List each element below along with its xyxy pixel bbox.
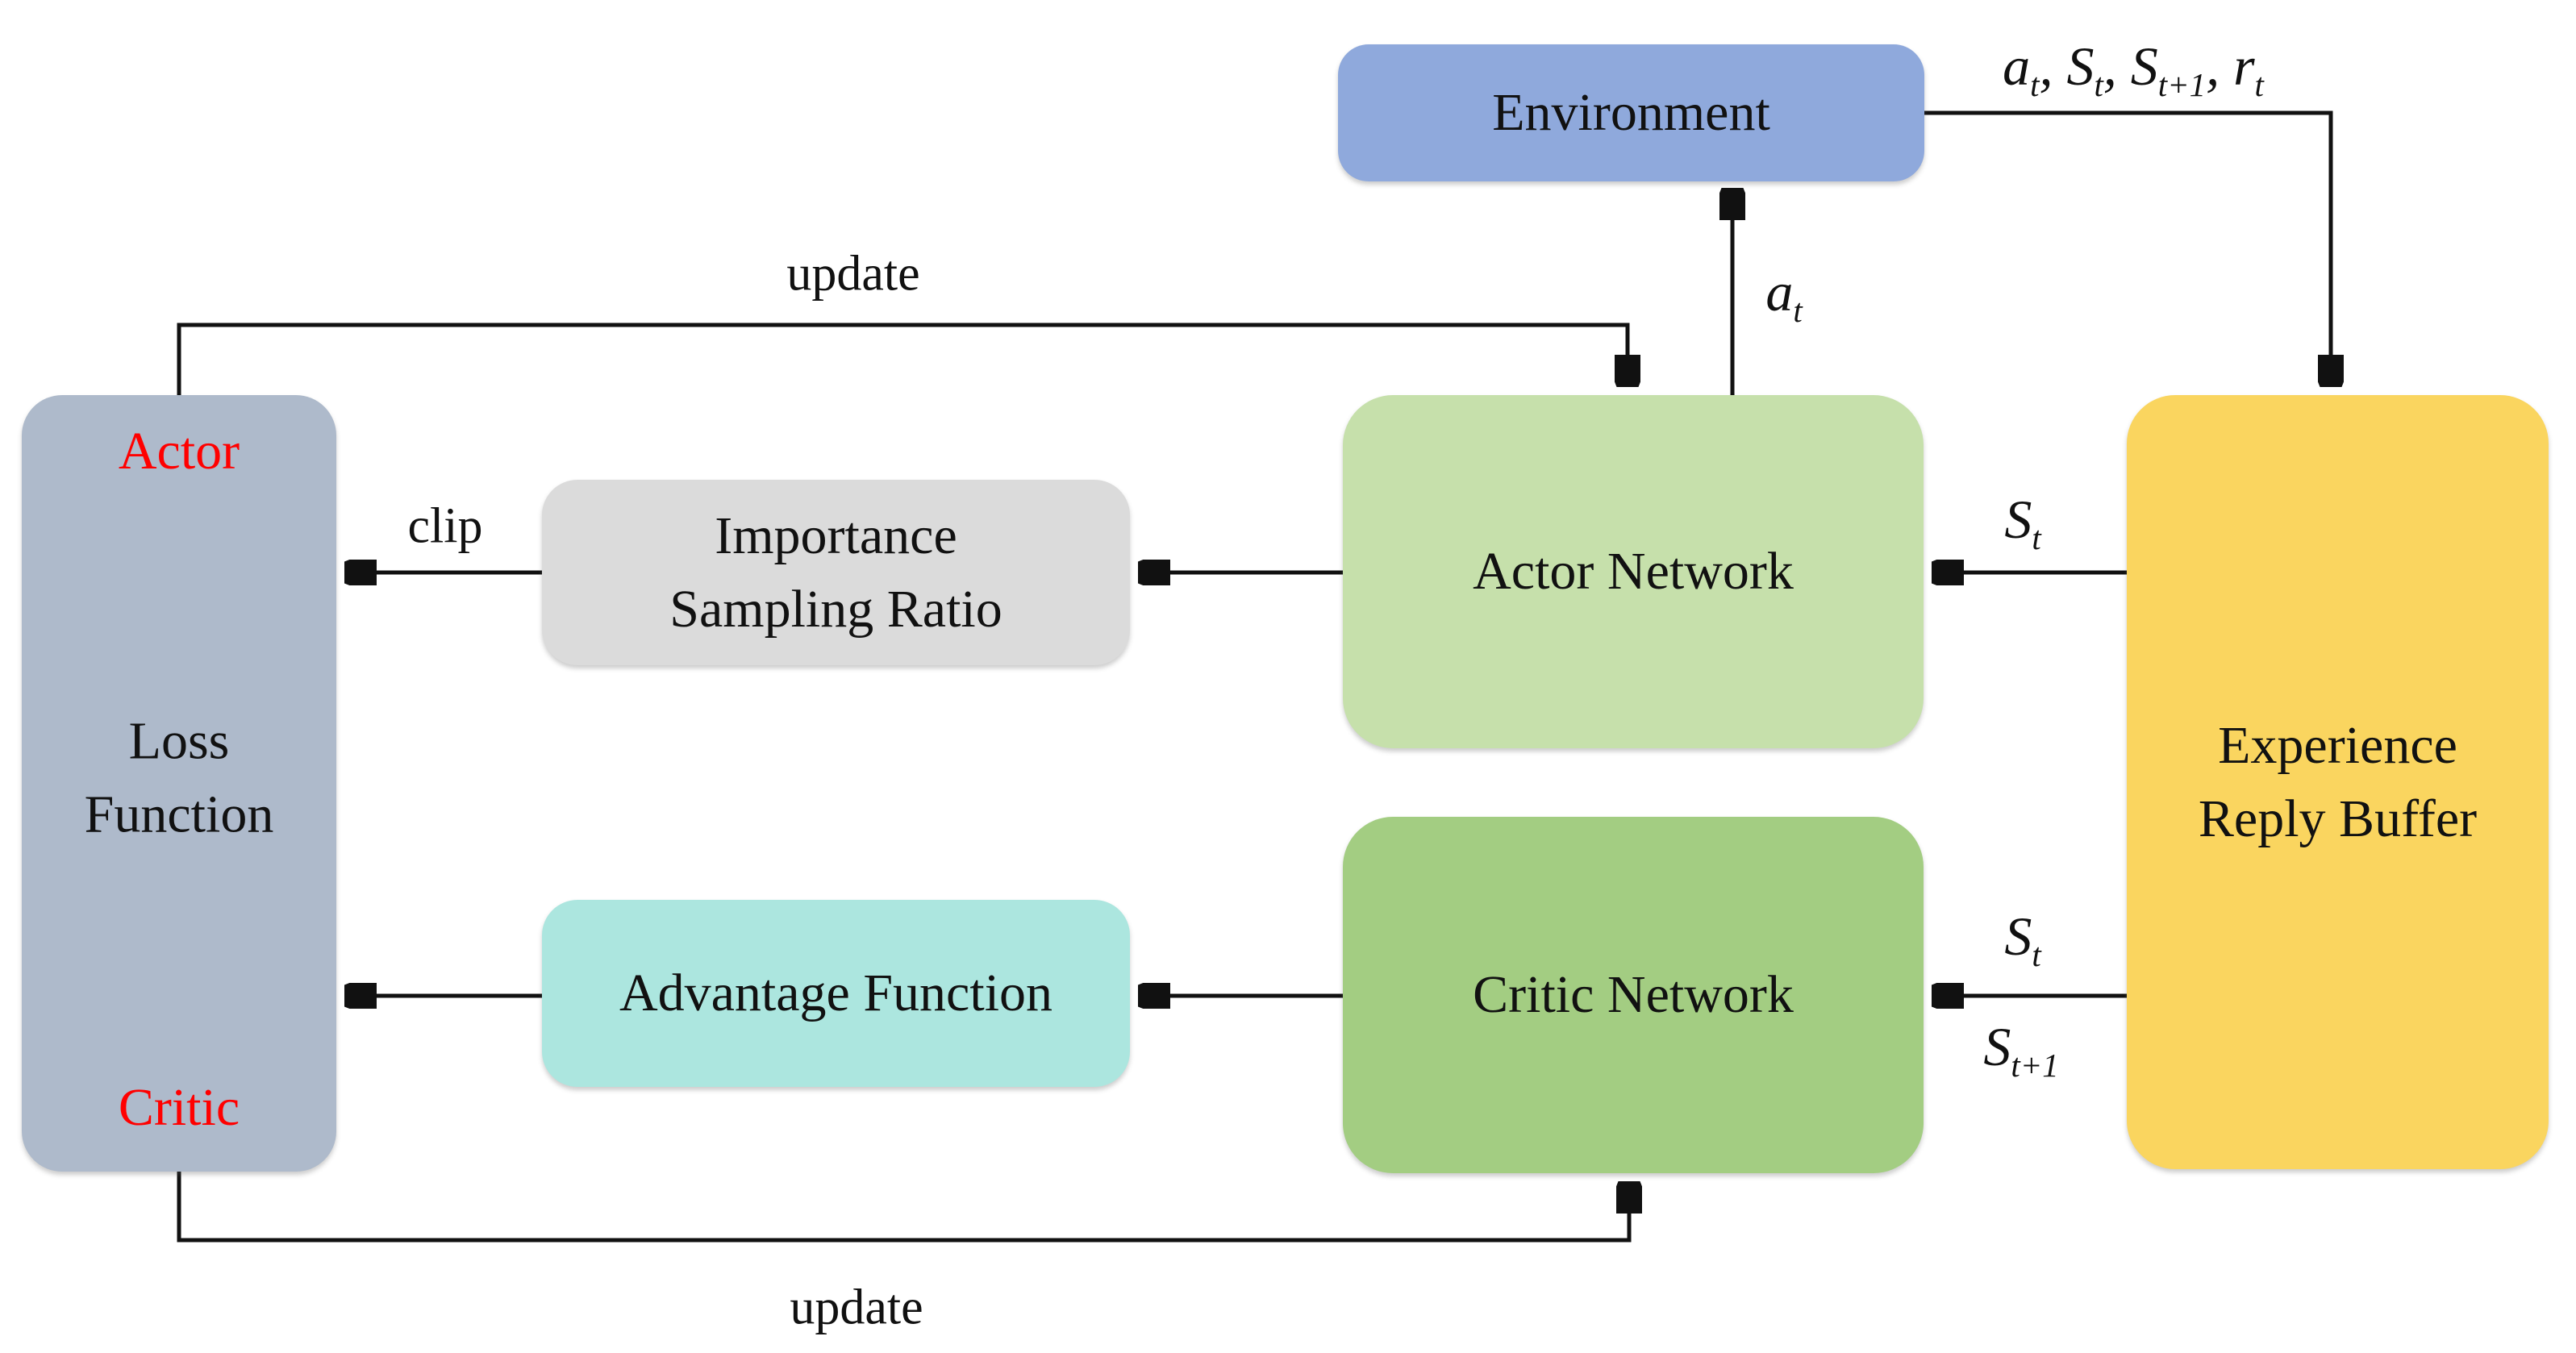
critic-network-label: Critic Network	[1473, 965, 1794, 1025]
edge-loss-to-critic-update	[177, 1172, 1629, 1243]
environment-box: Environment	[1338, 44, 1924, 181]
experience-reply-buffer-box: Experience Reply Buffer	[2127, 395, 2549, 1169]
state-to-critic-label: St	[2004, 905, 2041, 973]
actor-network-box: Actor Network	[1343, 395, 1924, 748]
actor-tag-label: Actor	[118, 422, 240, 481]
clip-label: clip	[407, 498, 483, 554]
loss-function-label: Loss Function	[84, 711, 274, 844]
update-bottom-label: update	[790, 1280, 923, 1335]
action-label: at	[1765, 261, 1803, 329]
next-state-to-critic-label: St+1	[1983, 1016, 2059, 1084]
advantage-function-box: Advantage Function	[542, 900, 1130, 1087]
critic-tag-label: Critic	[118, 1077, 240, 1137]
advantage-function-label: Advantage Function	[619, 964, 1053, 1023]
critic-network-box: Critic Network	[1343, 817, 1924, 1173]
importance-sampling-ratio-box: Importance Sampling Ratio	[542, 480, 1130, 665]
edge-loss-to-actor-update	[177, 323, 1628, 395]
actor-network-label: Actor Network	[1473, 542, 1794, 602]
update-top-label: update	[786, 246, 920, 302]
edge-environment-to-buffer	[1924, 110, 2331, 384]
importance-sampling-ratio-label: Importance Sampling Ratio	[669, 506, 1002, 639]
environment-label: Environment	[1492, 83, 1770, 143]
experience-reply-buffer-label: Experience Reply Buffer	[2198, 715, 2478, 848]
loss-function-box: Actor Loss Function Critic	[22, 395, 336, 1172]
transition-tuple-label: at, St, St+1, rt	[2003, 35, 2264, 103]
state-to-actor-label: St	[2004, 489, 2041, 556]
